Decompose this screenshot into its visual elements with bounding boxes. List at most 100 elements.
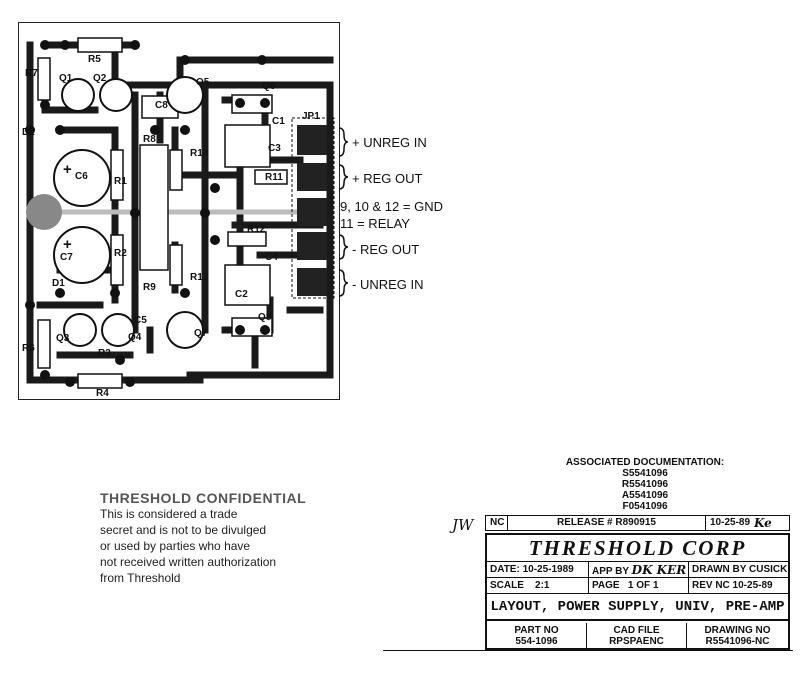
label-q7: Q7 [194,328,208,339]
part-number: 554-1096 [515,636,558,647]
bracket [338,127,349,157]
transistor-q2 [99,78,133,112]
resistor-r11-body [254,169,288,185]
left-signature: JW [452,516,474,534]
label-r12: R12 [247,224,266,235]
resistor-r13-body [169,244,183,286]
label-d1: D1 [52,278,65,289]
drawing-date: DATE: 10-25-1989 [487,562,589,578]
resistor-r2-body [110,234,124,286]
resistor-r6-body [37,319,51,369]
label-q5: Q5 [196,77,210,88]
bracket [338,234,349,260]
label-q3: Q3 [56,333,70,344]
page-count: PAGE 1 OF 1 [589,578,689,594]
label-jp1: JP1 [302,111,320,122]
pads [25,40,270,387]
drawing-scale: SCALE 2:1 [487,578,589,594]
confidential-line: from Threshold [100,571,181,585]
connector-jp1-outline [291,117,335,299]
approved-by-signature: DK KER [631,563,687,577]
bottom-rule [383,650,793,651]
transistor-q3 [63,313,97,347]
drawing-number: R5541096-NC [705,636,770,647]
confidential-line: or used by parties who have [100,539,251,553]
label-r1: R1 [114,176,127,187]
label-r4: R4 [96,388,109,399]
resistor-r4-body [77,373,123,389]
resistor-r5-body [77,37,123,53]
resistor-r14-body [169,149,183,191]
label-c6-plus: + [63,161,72,178]
label-plus-reg-out: + REG OUT [352,171,423,186]
label-r6: R6 [22,343,35,354]
mounting-hole [26,194,62,230]
associated-docs-heading: ASSOCIATED DOCUMENTATION: [565,457,725,468]
label-d2: D2 [22,127,35,138]
drawing-title: LAYOUT, POWER SUPPLY, UNIV, PRE-AMP [487,594,788,621]
cad-file: RPSPAENC [609,636,664,647]
label-c6: C6 [75,171,88,182]
confidential-line: This is considered a trade [100,507,238,521]
label-q4: Q4 [128,332,142,343]
drawing-number-cell: DRAWING NO R5541096-NC [687,623,788,648]
label-r5: R5 [88,54,101,65]
label-r9: R9 [143,282,156,293]
label-q1: Q1 [59,73,73,84]
label-r7: R7 [25,68,38,79]
label-c8: C8 [155,100,168,111]
label-c7: C7 [60,252,73,263]
label-q6: Q6 [262,81,276,92]
cad-file-label: CAD FILE [613,625,660,636]
capacitor-c7 [53,226,111,284]
label-r2: R2 [114,248,127,259]
label-c4: C4 [265,252,278,263]
confidential-title: THRESHOLD CONFIDENTIAL [100,490,307,506]
bracket [338,164,349,190]
label-relay-pin: 11 = RELAY [340,216,410,231]
release-number: RELEASE # R890915 [508,516,706,530]
part-number-cell: PART NO 554-1096 [487,623,587,648]
capacitor-c1-c3-body [224,124,271,168]
cad-file-cell: CAD FILE RPSPAENC [587,623,687,648]
label-plus-unreg-in: + UNREG IN [352,135,427,150]
revision-note: REV NC 10-25-89 [689,578,788,594]
trace [26,41,204,384]
confidential-notice: THRESHOLD CONFIDENTIAL This is considere… [100,490,306,586]
transistor-q4 [101,313,135,347]
label-r11: R11 [265,172,283,183]
release-date: 10-25-89 [710,517,751,528]
drawing-number-label: DRAWING NO [704,625,771,636]
label-q8: Q8 [258,312,272,323]
label-c3: C3 [268,143,281,154]
label-c7-plus: + [63,236,72,253]
transistor-q1 [61,78,95,112]
associated-documentation: ASSOCIATED DOCUMENTATION: S5541096 R5541… [555,457,735,512]
trace [111,41,334,379]
label-r14: R14 [190,148,209,159]
drawn-by: DRAWN BY CUSICK [689,562,788,578]
associated-doc-item: A5541096 [621,490,669,501]
confidential-line: not received written authorization [100,555,277,569]
transistor-q7 [166,311,204,349]
company-name: THRESHOLD CORP [487,535,788,562]
label-r3: R3 [98,348,111,359]
resistor-r1-body [110,149,124,201]
pcb-board-outline [18,22,340,400]
approved-by-label: APP BY [592,566,629,577]
part-number-label: PART NO [514,625,559,636]
connector-pins [297,125,327,296]
label-c2: C2 [235,289,248,300]
approved-by: APP BY DK KER [589,562,689,578]
confidential-line: secret and is not to be divulged [100,523,267,537]
label-r8: R8 [143,134,156,145]
label-c5: C5 [134,315,147,326]
label-q2: Q2 [93,73,107,84]
resistor-r8-r9-body [139,144,169,271]
capacitor-c2-c4-body [224,264,271,306]
transistor-q5 [166,76,204,114]
resistor-r12-body [227,231,267,247]
associated-doc-item: R5541096 [621,479,669,490]
capacitor-c6 [53,149,111,207]
